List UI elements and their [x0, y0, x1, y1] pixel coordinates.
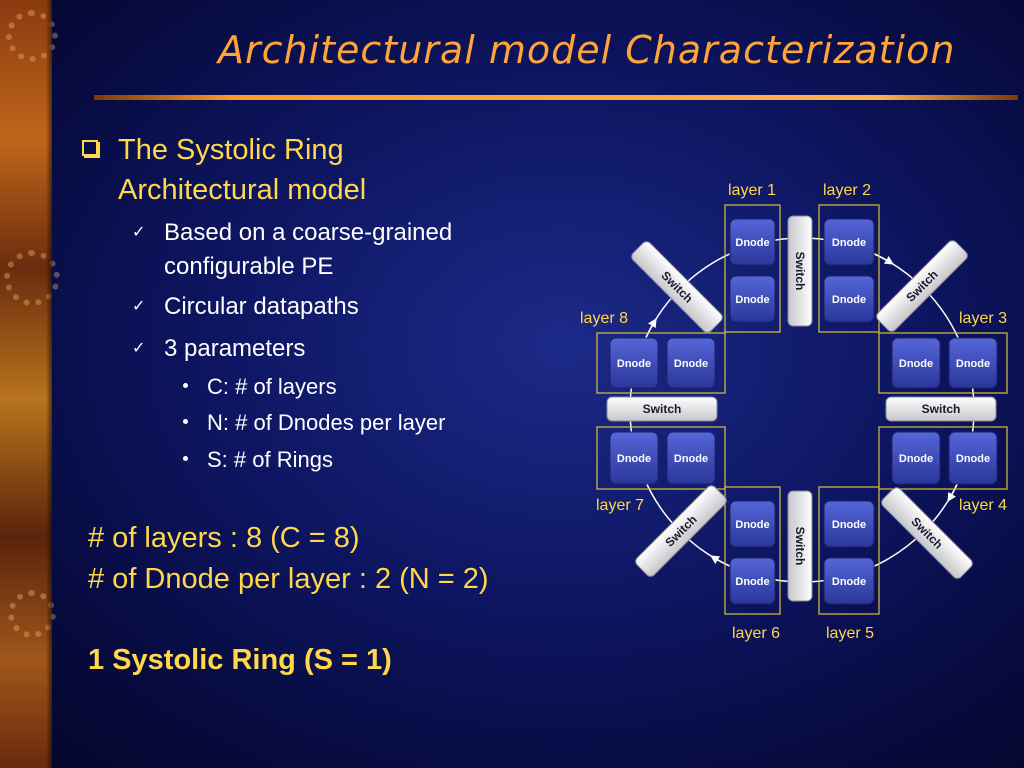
switch-block: Switch [876, 240, 968, 332]
dnode-block [823, 218, 875, 266]
switch-label: Switch [793, 252, 807, 291]
dnode-label: Dnode [735, 519, 769, 531]
dnode-label: Dnode [674, 453, 708, 465]
switch-block: Switch [635, 485, 727, 577]
sub-bullet-line: configurable PE [164, 253, 334, 280]
dnode-block [891, 431, 941, 485]
gear-icon [8, 590, 56, 638]
datapath-arrow [871, 252, 894, 265]
dnode-block [666, 337, 716, 389]
slide-title: Architectural model Characterization [218, 28, 956, 72]
square-bullet-icon [82, 140, 98, 156]
dnode-block [609, 337, 659, 389]
decorative-side-strip [0, 0, 60, 768]
switch-block: Switch [606, 396, 718, 422]
layer-label: layer 8 [580, 310, 628, 327]
parameter-text: C: # of layers [207, 374, 337, 399]
title-underline [94, 95, 1018, 100]
dnode-label: Dnode [735, 576, 769, 588]
parameter-text: S: # of Rings [207, 447, 333, 472]
layer-label: layer 4 [959, 497, 1007, 514]
dnode-label: Dnode [956, 453, 990, 465]
switch-body [787, 215, 813, 327]
switch-body [635, 485, 727, 577]
switch-label: Switch [793, 527, 807, 566]
checkmark-icon: ✓ [132, 340, 146, 357]
dnode-label: Dnode [617, 358, 651, 370]
switch-block: Switch [885, 396, 997, 422]
layer-label: layer 6 [732, 625, 780, 642]
bullet-heading-line1: The Systolic Ring [118, 134, 344, 166]
layer-box [818, 486, 880, 615]
summary-layers: # of layers : 8 (C = 8) [88, 522, 360, 554]
gear-icon [4, 250, 60, 306]
dnode-label: Dnode [832, 237, 866, 249]
datapath-arrow [644, 318, 657, 341]
layer-label: layer 7 [596, 497, 644, 514]
sub-bullet-line: Based on a coarse-grained [164, 219, 453, 246]
dnode-block [948, 431, 998, 485]
dnode-label: Dnode [735, 294, 769, 306]
dnode-label: Dnode [735, 237, 769, 249]
dnode-label: Dnode [899, 358, 933, 370]
dot-bullet-icon [183, 419, 188, 424]
switch-block: Switch [787, 215, 813, 327]
parameter-text: N: # of Dnodes per layer [207, 410, 446, 435]
dnode-block [729, 557, 776, 605]
switch-block: Switch [631, 241, 723, 333]
dnode-block [823, 500, 875, 548]
layer-label: layer 5 [826, 625, 874, 642]
switch-body [876, 240, 968, 332]
summary-dnodes: # of Dnode per layer : 2 (N = 2) [88, 563, 489, 595]
dnode-block [823, 275, 875, 323]
layer-box [596, 332, 726, 394]
checkmark-icon: ✓ [132, 298, 146, 315]
switch-body [881, 487, 973, 579]
layer-box [878, 332, 1008, 394]
layer-box [818, 204, 880, 333]
dnode-block [948, 337, 998, 389]
dnode-label: Dnode [899, 453, 933, 465]
switch-body [606, 396, 718, 422]
datapath-arrow [710, 555, 733, 568]
dnode-label: Dnode [617, 453, 651, 465]
gear-icon [6, 10, 58, 62]
dnode-block [609, 431, 659, 485]
dnode-label: Dnode [832, 294, 866, 306]
layer-label: layer 1 [728, 182, 776, 199]
dnode-block [666, 431, 716, 485]
switch-body [631, 241, 723, 333]
dot-bullet-icon [183, 456, 188, 461]
switch-body [885, 396, 997, 422]
layer-label: layer 2 [823, 182, 871, 199]
switch-body [787, 490, 813, 602]
bullet-heading-line2: Architectural model [118, 174, 367, 206]
layer-box [724, 204, 781, 333]
dnode-block [891, 337, 941, 389]
dnode-label: Dnode [832, 576, 866, 588]
summary-rings: 1 Systolic Ring (S = 1) [88, 644, 392, 676]
dnode-block [729, 500, 776, 548]
dot-bullet-icon [183, 383, 188, 388]
layer-label: layer 3 [959, 310, 1007, 327]
sub-bullet-line: 3 parameters [164, 335, 306, 362]
layer-box [596, 426, 726, 490]
sub-bullet-line: Circular datapaths [164, 293, 359, 320]
dnode-label: Dnode [674, 358, 708, 370]
dnode-label: Dnode [832, 519, 866, 531]
layer-box [724, 486, 781, 615]
dnode-block [823, 557, 875, 605]
checkmark-icon: ✓ [132, 224, 146, 241]
switch-label: Switch [643, 402, 682, 416]
dnode-block [729, 218, 776, 266]
switch-label: Switch [922, 402, 961, 416]
dnode-block [729, 275, 776, 323]
dnode-label: Dnode [956, 358, 990, 370]
switch-block: Switch [787, 490, 813, 602]
layer-box [878, 426, 1008, 490]
